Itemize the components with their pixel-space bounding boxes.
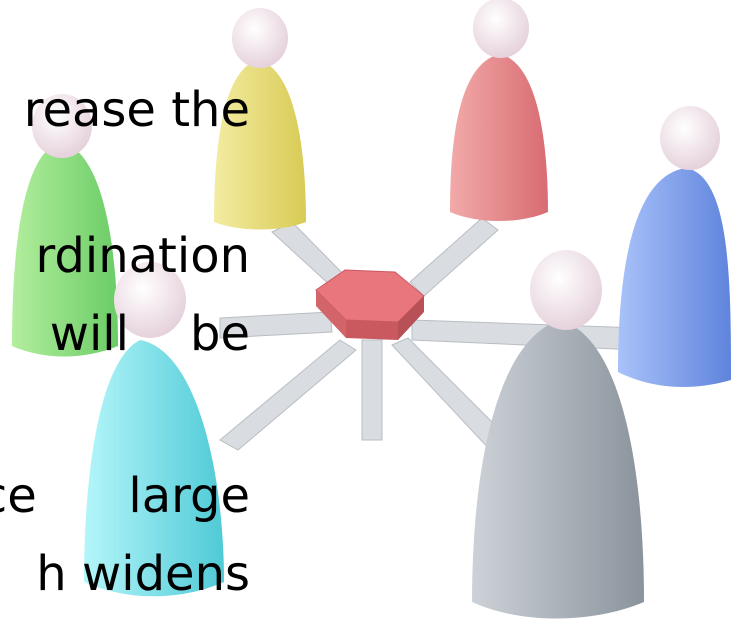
figure-green xyxy=(12,94,118,357)
slide-text-line-4: ce large xyxy=(0,468,250,524)
spoke-lower-left xyxy=(219,339,357,451)
spoke-upper-right xyxy=(409,217,499,297)
figure-cyan xyxy=(84,262,224,597)
spoke-left xyxy=(219,311,333,339)
figure-red xyxy=(450,0,548,221)
slide-text-line-5: h widens xyxy=(36,546,250,602)
figure-blue xyxy=(618,106,731,387)
slide-text-line-1: rease the xyxy=(23,82,250,138)
figure-gray xyxy=(472,250,644,619)
figure-yellow xyxy=(214,8,306,230)
spoke-bottom xyxy=(361,339,383,441)
central-hub xyxy=(315,269,425,340)
network-spokes xyxy=(219,217,641,453)
slide-text-line-2: rdination xyxy=(35,228,250,284)
slide-text-line-3: will be xyxy=(49,306,250,362)
